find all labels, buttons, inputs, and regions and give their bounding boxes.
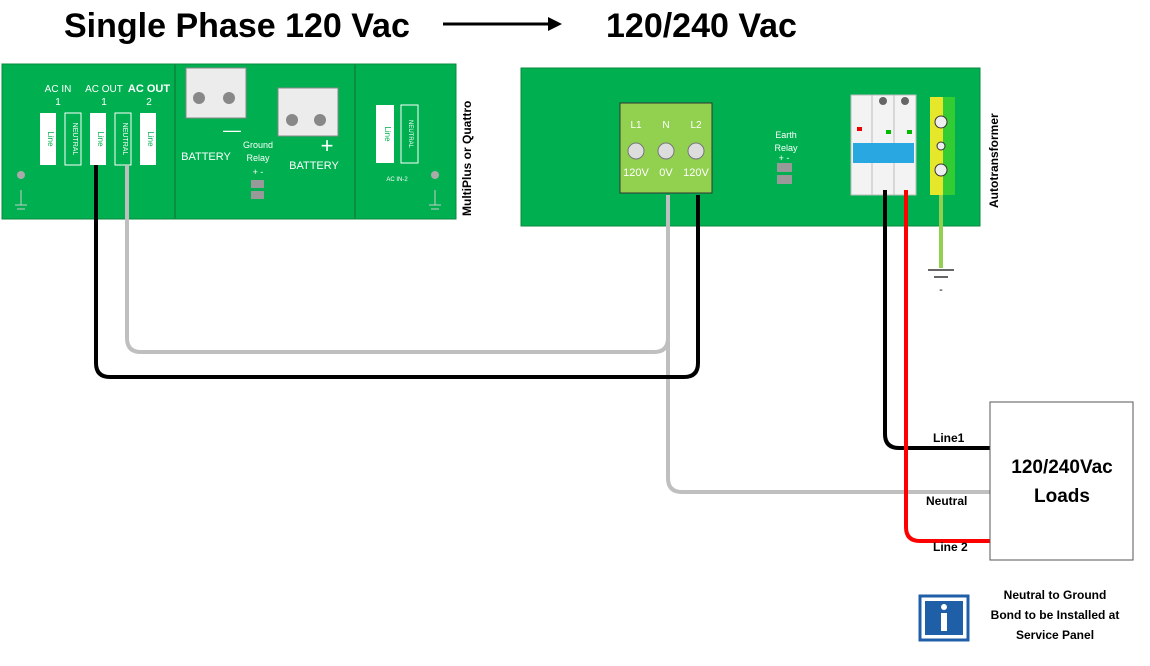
terminal-line-ac-in-2: Line [376, 105, 394, 163]
svg-text:+: + [321, 133, 334, 158]
svg-text:1: 1 [55, 97, 61, 108]
svg-text:L1: L1 [630, 120, 642, 131]
svg-text:Line: Line [96, 131, 105, 147]
line1-label: Line1 [933, 431, 965, 445]
svg-text:-: - [939, 284, 943, 296]
line2-label: Line 2 [933, 540, 968, 554]
svg-text:Relay: Relay [774, 143, 798, 153]
svg-text:Line: Line [146, 131, 155, 147]
terminal-line-ac-in-1: Line [40, 113, 56, 165]
ac-in-2-label: AC IN-2 [386, 177, 408, 183]
ground-icon [429, 171, 441, 210]
loads-box [989, 401, 1134, 561]
ground-icon [15, 171, 27, 210]
terminal-line-ac-out-2: Line [140, 113, 156, 165]
earth-relay-icon [777, 163, 792, 172]
svg-text:Line: Line [46, 131, 55, 147]
ground-relay-icon [251, 180, 264, 188]
svg-text:+ -: + - [779, 153, 790, 163]
ac-in-1-label: AC IN [45, 84, 72, 95]
svg-text:NEUTRAL: NEUTRAL [121, 123, 128, 156]
inverter-side-label: MultiPlus or Quattro [460, 101, 474, 216]
line1-wire [883, 190, 990, 450]
svg-text:Bond to be Installed at: Bond to be Installed at [991, 608, 1120, 622]
note-text: Neutral to Ground [1004, 588, 1107, 602]
svg-text:L2: L2 [690, 120, 702, 131]
ground-relay-label: Ground [243, 140, 273, 150]
terminal-n: N 0V [657, 120, 675, 179]
terminal-l2: L2 120V [683, 120, 709, 179]
arrow-right-icon [443, 17, 562, 31]
svg-text:N: N [662, 120, 669, 131]
battery-positive-terminal [277, 87, 339, 137]
battery-negative-label: BATTERY [181, 151, 231, 163]
svg-text:120V: 120V [623, 167, 649, 179]
terminal-line-ac-out-1: Line [90, 113, 106, 165]
line2-wire [904, 190, 990, 543]
autotransformer-panel: L1 120V N 0V L2 120V Earth Relay + - [520, 67, 981, 227]
battery-positive-label: BATTERY [289, 160, 339, 172]
ac-out-1-label: AC OUT [85, 84, 123, 95]
ac-out-2-label: AC OUT [128, 83, 170, 95]
svg-text:120V: 120V [683, 167, 709, 179]
ground-icon: - [928, 269, 954, 296]
svg-text:+ -: + - [253, 167, 264, 177]
line-wire-inverter [94, 165, 700, 379]
svg-text:1: 1 [101, 97, 107, 108]
wiring [94, 165, 990, 543]
svg-text:2: 2 [146, 97, 152, 108]
title-right: 120/240 Vac [606, 7, 797, 45]
svg-text:Service Panel: Service Panel [1016, 628, 1094, 642]
autotransformer-side-label: Autotransformer [987, 113, 1001, 208]
terminal-neutral-ac-out-1: NEUTRAL [114, 112, 132, 166]
title-left: Single Phase 120 Vac [64, 7, 410, 45]
svg-text:NEUTRAL: NEUTRAL [71, 123, 78, 156]
battery-negative-terminal [185, 67, 247, 119]
neutral-wire-loads [666, 340, 990, 494]
svg-text:—: — [223, 120, 241, 140]
neutral-label: Neutral [926, 494, 967, 508]
loads-label: 120/240Vac [1011, 457, 1113, 478]
terminal-neutral-ac-in-2: NEUTRAL [400, 104, 419, 164]
svg-text:0V: 0V [659, 167, 673, 179]
svg-text:Line: Line [383, 126, 392, 142]
svg-text:Relay: Relay [246, 153, 270, 163]
inverter-panel: AC IN 1 AC OUT 1 AC OUT 2 Line NEUTRAL L… [1, 63, 457, 220]
earth-relay-label: Earth [775, 130, 797, 140]
svg-text:NEUTRAL: NEUTRAL [407, 120, 413, 149]
circuit-breaker [850, 94, 917, 196]
info-icon [918, 594, 970, 642]
terminal-l1: L1 120V [623, 120, 649, 179]
ground-bar [930, 97, 955, 195]
terminal-neutral-ac-in-1: NEUTRAL [64, 112, 82, 166]
svg-text:Loads: Loads [1034, 486, 1090, 507]
